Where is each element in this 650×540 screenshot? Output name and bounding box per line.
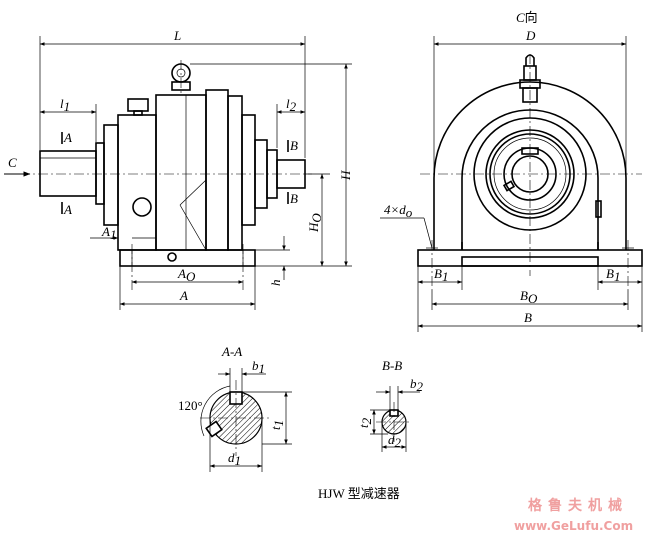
section-aa: A-A 120° b1 t1 d1 <box>178 344 292 472</box>
section-b-top: B <box>290 138 298 153</box>
arch-housing <box>433 81 627 250</box>
svg-text:A: A <box>179 288 188 303</box>
svg-text:b2: b2 <box>410 376 424 394</box>
svg-text:B: B <box>524 310 532 325</box>
svg-text:l1: l1 <box>60 96 70 114</box>
svg-text:BO: BO <box>520 288 538 306</box>
dim-l1: l1 <box>39 96 97 142</box>
dim-l2: l2 <box>276 96 306 148</box>
side-view: C A A B B L l1 l2 <box>4 28 353 310</box>
dim-t2: t2 <box>356 409 390 435</box>
dim-b2: b2 <box>376 376 424 410</box>
dim-h: h <box>255 236 290 286</box>
breather-cap <box>127 98 149 112</box>
dim-A1: A1 <box>90 220 156 246</box>
dim-L: L <box>39 28 306 158</box>
figure-caption: HJW 型减速器 <box>318 486 400 501</box>
svg-text:b1: b1 <box>252 358 265 376</box>
section-a-bottom: A <box>63 202 72 217</box>
dim-H0: HO <box>305 173 330 267</box>
svg-text:d2: d2 <box>388 432 402 450</box>
dim-d2: d2 <box>381 424 407 452</box>
svg-text:l2: l2 <box>286 96 297 114</box>
dim-D: D <box>433 28 627 176</box>
svg-text:B1: B1 <box>434 266 448 284</box>
svg-text:t2: t2 <box>356 417 374 428</box>
svg-text:B1: B1 <box>606 266 620 284</box>
drain-plug <box>167 252 177 262</box>
section-b-bottom: B <box>290 191 298 206</box>
dim-t1: t1 <box>242 391 292 445</box>
dim-B1-left: B1 <box>417 266 463 332</box>
dim-B0: BO <box>431 288 629 310</box>
svg-text:L: L <box>173 28 181 43</box>
gear-housing <box>155 94 207 251</box>
section-bb: B-B b2 t2 d2 <box>356 358 424 452</box>
svg-text:AO: AO <box>177 266 196 284</box>
watermark-cn: 格鲁夫机械 <box>528 497 628 514</box>
dim-A0: AO <box>131 266 244 284</box>
svg-text:A1: A1 <box>101 224 116 242</box>
main-housing <box>205 89 229 251</box>
dim-A: A <box>119 266 256 310</box>
section-aa-title: A-A <box>221 344 242 359</box>
dim-B1-right: B1 <box>597 266 643 332</box>
svg-text:HO: HO <box>306 213 324 233</box>
dim-H: H <box>190 63 353 267</box>
base-plate <box>119 249 256 267</box>
dim-b1: b1 <box>218 358 266 392</box>
angle-120: 120° <box>178 398 203 413</box>
oil-plug <box>132 197 152 217</box>
input-flange <box>95 142 105 205</box>
section-bb-title: B-B <box>382 358 402 373</box>
section-a-top: A <box>63 130 72 145</box>
front-view: C向 4 <box>380 10 643 332</box>
view-c-label: C向 <box>516 10 538 25</box>
svg-text:D: D <box>525 28 536 43</box>
svg-text:4×do: 4×do <box>384 202 413 220</box>
svg-text:t1: t1 <box>268 420 286 430</box>
svg-text:h: h <box>268 280 283 287</box>
dim-d1: d1 <box>209 420 263 472</box>
side-plug <box>595 200 602 218</box>
dim-B: B <box>417 310 643 328</box>
arrow-c-label: C <box>8 155 17 170</box>
holes-label: 4×do <box>380 202 433 249</box>
watermark-url: www.GeLufu.Com <box>514 519 633 533</box>
svg-text:H: H <box>338 170 353 181</box>
svg-text:d1: d1 <box>228 450 241 468</box>
